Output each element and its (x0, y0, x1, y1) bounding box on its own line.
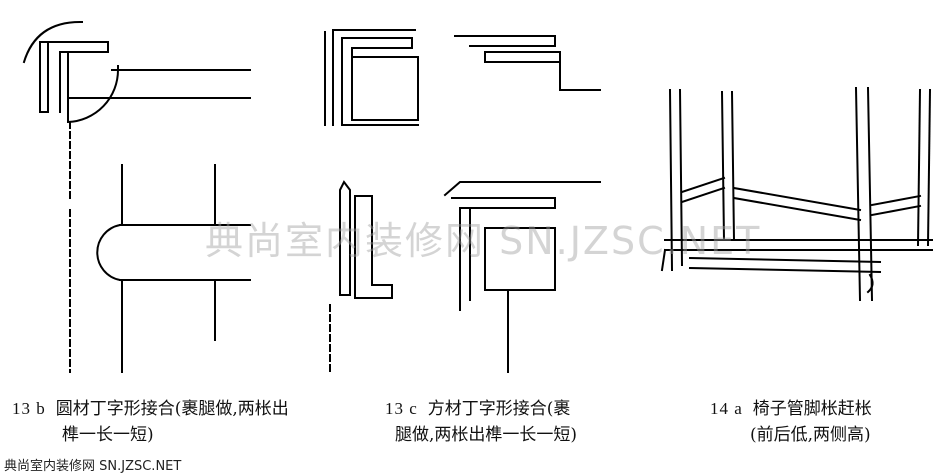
figure-14a-drawing (660, 86, 933, 302)
figure-13b-bottom-drawing (69, 164, 251, 373)
figure-13c-bottom-drawing (329, 180, 601, 373)
figure-13b-top-drawing (22, 21, 251, 201)
caption-14a-line2: (前后低,两侧高) (750, 425, 871, 445)
figure-13c-top-drawing (324, 29, 601, 126)
caption-13c-number: 13 c (385, 399, 418, 418)
footer-watermark: 典尚室内装修网 SN.JZSC.NET (4, 459, 182, 474)
caption-13b-number: 13 b (12, 399, 46, 418)
caption-14a-number: 14 a (710, 399, 743, 418)
watermark-text: 典尚室内装修网 SN.JZSC.NET (205, 219, 762, 263)
caption-13c-line2: 腿做,两枨出榫一长一短) (395, 425, 578, 445)
caption-13b-line2: 榫一长一短) (62, 425, 154, 445)
